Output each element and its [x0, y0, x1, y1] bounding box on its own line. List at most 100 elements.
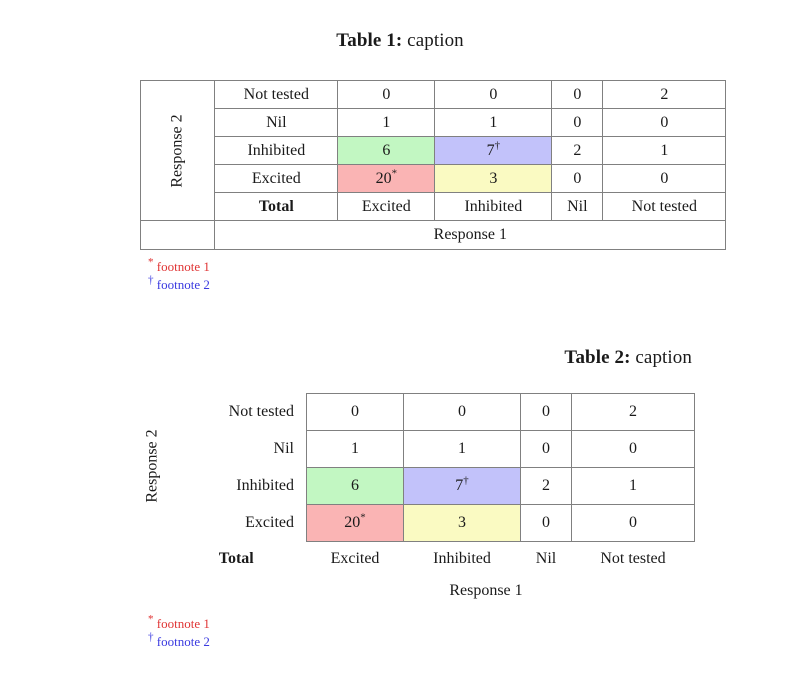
table-2-col-header-inhibited: Inhibited — [433, 550, 491, 567]
footnote-marker: † — [148, 275, 154, 288]
table-1-cell-nottested-inhibited: 0 — [434, 80, 553, 109]
table-1-row-label-inhibited: Inhibited — [214, 136, 339, 165]
table-2-cell-excited-excited: 20* — [306, 504, 404, 542]
table-1-cell-excited-nil: 0 — [551, 164, 604, 193]
table-1-caption-text: caption — [407, 30, 464, 51]
table-2-col-header-excited: Excited — [330, 550, 380, 567]
footnote-marker: † — [148, 632, 154, 645]
table-1-col-header-nottested: Not tested — [602, 192, 727, 221]
table-header-row: Total Excited Inhibited Nil Not tested — [166, 542, 695, 577]
table-1-cell-nil-nil: 0 — [551, 108, 604, 137]
table-1-row-label-nil: Nil — [214, 108, 339, 137]
table-2-row-axis-label-cell: Response 2 — [140, 393, 166, 539]
footnote-item: * footnote 1 — [148, 613, 210, 633]
table-1-footnotes: * footnote 1 † footnote 2 — [148, 257, 210, 295]
footnote-text: footnote 2 — [156, 277, 210, 293]
table-1-col-header-nil: Nil — [551, 192, 604, 221]
table-row: Not tested 0 0 0 2 — [166, 393, 695, 431]
table-1-row-axis-label-cell: Response 2 — [139, 80, 216, 221]
table-row: Response 2 Not tested 0 0 0 2 — [139, 80, 727, 221]
table-2-container: Response 2 Not tested 0 0 0 2 Nil 1 1 — [140, 393, 695, 600]
table-2-col-header-nottested: Not tested — [600, 550, 666, 567]
table-1-cell-inhibited-excited: 6 — [337, 136, 436, 165]
value: 7 — [486, 141, 495, 159]
table-2-cell-nottested-nil: 0 — [520, 393, 572, 431]
footnote-marker: * — [148, 613, 154, 626]
table-2-cell-excited-inhibited: 3 — [403, 504, 521, 542]
table-2-cell-nottested-inhibited: 0 — [403, 393, 521, 431]
asterisk-marker: * — [391, 167, 398, 180]
table-1-col-header-excited: Excited — [337, 192, 436, 221]
table-2-cell-nil-nil: 0 — [520, 430, 572, 468]
value: 6 — [351, 477, 359, 494]
table-2-caption: Table 2: caption — [0, 347, 692, 369]
table-2-cell-excited-nottested: 0 — [571, 504, 695, 542]
value: 3 — [458, 514, 466, 531]
table-2-total-label: Total — [218, 549, 254, 567]
table-2-row-label-nil: Nil — [273, 440, 294, 457]
table-2-cell-nil-nottested: 0 — [571, 430, 695, 468]
table-1-cell-nottested-excited: 0 — [337, 80, 436, 109]
table-1-row-axis-label: Response 2 — [168, 113, 186, 188]
value: 20 — [344, 514, 361, 531]
table-row: Nil 1 1 0 0 — [141, 108, 727, 137]
table-1-cell-excited-inhibited: 3 — [434, 164, 553, 193]
table-2-cell-inhibited-excited: 6 — [306, 467, 404, 505]
table-row: Excited 20* 3 0 0 — [141, 164, 727, 193]
table-1-footer-spacer — [139, 220, 216, 250]
footnote-item: † footnote 2 — [148, 633, 210, 651]
table-row: Nil 1 1 0 0 — [166, 430, 695, 468]
table-1-row-label-excited: Excited — [214, 164, 339, 193]
table-1-row-label-not-tested: Not tested — [214, 80, 339, 109]
table-1-total-label: Total — [214, 192, 339, 221]
footnote-item: † footnote 2 — [148, 276, 210, 294]
table-2-caption-lead: Table 2: — [564, 347, 631, 368]
dagger-marker: † — [463, 474, 469, 487]
footnote-text: footnote 2 — [156, 634, 210, 650]
table-row: Inhibited 6 7† 2 1 — [166, 467, 695, 505]
table-2-cell-excited-nil: 0 — [520, 504, 572, 542]
table-1: Response 2 Not tested 0 0 0 2 Nil 1 1 0 … — [139, 80, 727, 250]
dagger-marker: † — [494, 139, 501, 152]
footnote-item: * footnote 1 — [148, 257, 210, 276]
table-1-col-axis-label: Response 1 — [214, 220, 727, 250]
table-2-footnotes: * footnote 1 † footnote 2 — [148, 613, 210, 652]
table-header-row: Total Excited Inhibited Nil Not tested — [141, 192, 727, 221]
table-1-cell-excited-nottested: 0 — [602, 164, 727, 193]
table-2-cell-inhibited-nottested: 1 — [571, 467, 695, 505]
table-2-body: Not tested 0 0 0 2 Nil 1 1 0 0 Inhib — [166, 393, 695, 600]
table-1-caption-lead: Table 1: — [336, 30, 403, 51]
table-2-row-label-not-tested: Not tested — [228, 403, 294, 420]
table-1-cell-excited-excited: 20* — [337, 164, 436, 193]
table-row: Inhibited 6 7† 2 1 — [141, 136, 727, 165]
table-2-cell-nottested-excited: 0 — [306, 393, 404, 431]
footnote-text: footnote 1 — [156, 259, 210, 274]
table-1-cell-nottested-nil: 0 — [551, 80, 604, 109]
table-2-cell-nil-excited: 1 — [306, 430, 404, 468]
table-2-cell-nottested-nottested: 2 — [571, 393, 695, 431]
table-2-row-label-excited: Excited — [245, 514, 294, 531]
table-1-caption: Table 1: caption — [0, 30, 800, 52]
table-1-container: Response 2 Not tested 0 0 0 2 Nil 1 1 0 … — [139, 80, 727, 250]
table-2-cell-inhibited-inhibited: 7† — [403, 467, 521, 505]
table-1-cell-nil-inhibited: 1 — [434, 108, 553, 137]
table-footer-row: Response 1 — [139, 220, 727, 250]
value: 6 — [382, 141, 391, 159]
table-row: Excited 20* 3 0 0 — [166, 504, 695, 542]
table-2-col-header-nil: Nil — [535, 550, 557, 567]
value: 20 — [375, 169, 392, 187]
table-1-cell-inhibited-nottested: 1 — [602, 136, 727, 165]
table-1-cell-nottested-nottested: 2 — [602, 80, 727, 109]
table-2-row-axis-label: Response 2 — [144, 429, 162, 503]
table-2-cell-inhibited-nil: 2 — [520, 467, 572, 505]
table-1-cell-nil-nottested: 0 — [602, 108, 727, 137]
table-1-cell-inhibited-inhibited: 7† — [434, 136, 553, 165]
table-2: Not tested 0 0 0 2 Nil 1 1 0 0 Inhib — [166, 393, 695, 576]
table-2-row-label-inhibited: Inhibited — [236, 477, 294, 494]
table-1-cell-nil-excited: 1 — [337, 108, 436, 137]
table-1-cell-inhibited-nil: 2 — [551, 136, 604, 165]
table-2-cell-nil-inhibited: 1 — [403, 430, 521, 468]
table-1-col-header-inhibited: Inhibited — [434, 192, 553, 221]
footnote-text: footnote 1 — [156, 616, 210, 631]
